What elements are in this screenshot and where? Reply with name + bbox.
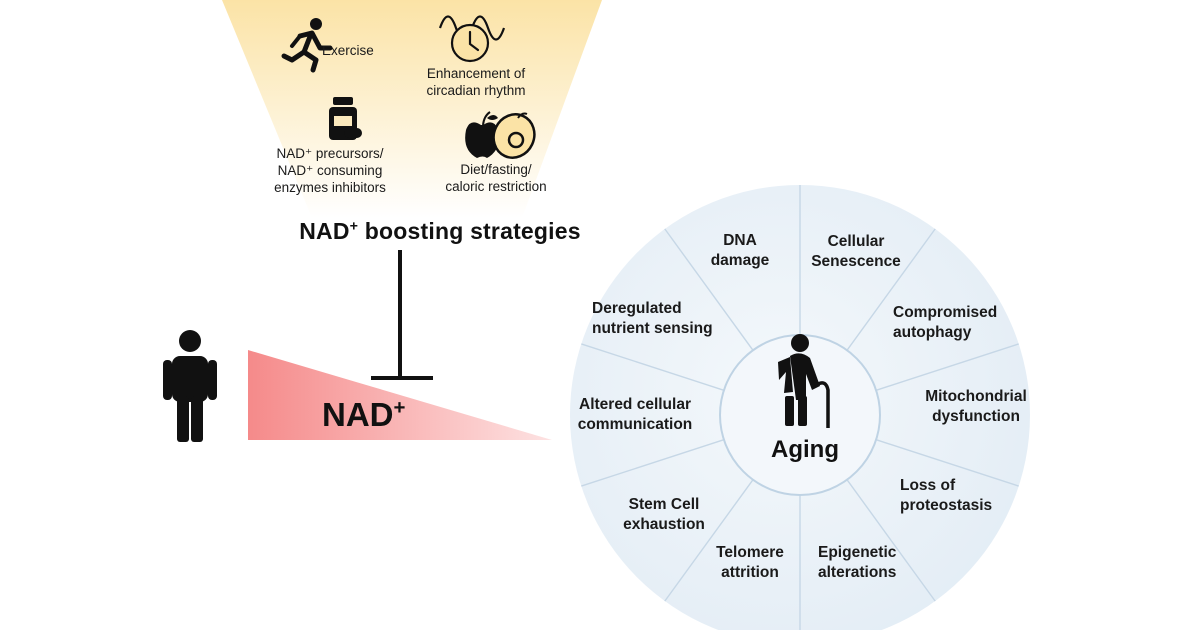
hallmark-mitochondrial-dysfunction: Mitochondrial dysfunction [925,388,1027,425]
hallmark-divider [846,228,936,351]
hallmark-altered-communication: Altered cellular communication [577,396,693,433]
hallmark-divider [846,479,936,602]
hallmark-epigenetic-alterations: Epigenetic alterations [818,544,897,581]
standing-person-icon [163,330,217,442]
hallmark-telomere-attrition: Telomere attrition [716,544,784,581]
running-person-icon [281,18,333,73]
strategy-diet: Diet/fasting/ caloric restriction [445,162,547,194]
hallmark-divider [664,479,754,602]
clock-wave-icon [438,15,506,63]
hallmark-divider [875,343,1019,391]
elderly-person-icon [778,334,830,428]
strategy-exercise: Exercise [322,43,374,58]
pill-bottle-icon [329,97,362,140]
hallmark-deregulated-nutrient-sensing: Deregulated nutrient sensing [592,300,713,337]
nad-level-label: NAD+ [322,396,406,433]
hallmark-dna-damage: DNA damage [710,232,770,269]
hallmark-loss-of-proteostasis: Loss of proteostasis [900,477,993,514]
nad-wedge [248,350,552,440]
hallmark-stem-cell-exhaustion: Stem Cell exhaustion [623,496,705,533]
apple-avocado-icon [465,111,536,159]
hallmark-divider [664,228,754,351]
strategy-precursors: NAD⁺ precursors/ NAD⁺ consuming enzymes … [274,146,386,195]
hallmark-cellular-senescence: Cellular Senescence [811,233,901,270]
strategies-funnel [222,0,602,218]
hallmark-divider [581,343,725,391]
boosting-strategies-title: NAD+ boosting strategies [299,218,581,244]
strategy-circadian: Enhancement of circadian rhythm [426,66,526,98]
hallmark-compromised-autophagy: Compromised autophagy [893,304,998,341]
hallmark-dividers [581,185,1019,630]
hallmark-divider [875,439,1019,487]
aging-center-label: Aging [771,436,839,463]
hallmark-divider [581,439,725,487]
